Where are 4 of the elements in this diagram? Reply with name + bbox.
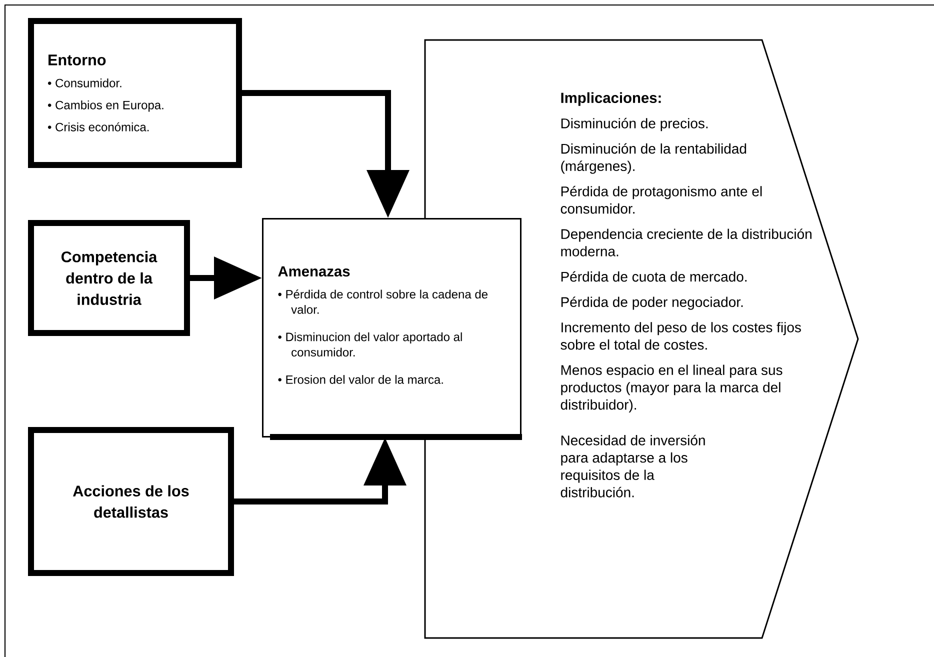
threats-box: Amenazas • Pérdida de control sobre la cadena de valor. • Disminucion del valor aportado al consumidor. • Erosion del valor de la marca. bbox=[262, 218, 522, 440]
factor-box: Acciones de los detallistas bbox=[28, 427, 234, 576]
factor-box: Entorno • Consumidor. • Cambios en Europa. • Crisis económica. bbox=[28, 18, 242, 168]
factor-box: Competencia dentro de la industria bbox=[28, 220, 190, 336]
